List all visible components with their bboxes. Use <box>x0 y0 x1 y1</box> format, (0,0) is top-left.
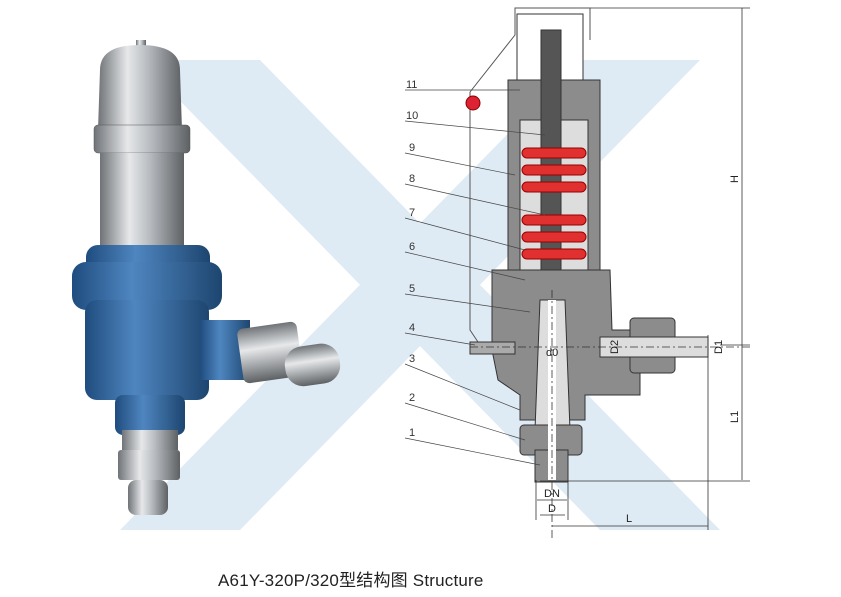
spring <box>521 147 587 260</box>
cross-section <box>465 7 709 483</box>
dim-d0: d0 <box>546 347 558 359</box>
diagram-caption: A61Y-320P/320型结构图 Structure <box>218 571 484 590</box>
dimension-lines <box>470 7 750 540</box>
dim-dn: DN <box>544 488 560 500</box>
part-label-9: 9 <box>409 142 415 154</box>
dim-l1: L1 <box>729 411 741 423</box>
part-label-1: 1 <box>409 427 415 439</box>
dim-d: D <box>548 503 556 515</box>
part-label-6: 6 <box>409 241 415 253</box>
part-label-4: 4 <box>409 322 415 334</box>
part-label-11: 11 <box>406 79 417 91</box>
dim-d1: D1 <box>713 340 725 354</box>
dim-l: L <box>626 513 632 525</box>
part-label-3: 3 <box>409 353 415 365</box>
part-label-8: 8 <box>409 173 415 185</box>
dim-d2: D2 <box>609 340 621 354</box>
part-label-10: 10 <box>406 110 418 122</box>
valve-photo <box>72 40 341 515</box>
part-label-7: 7 <box>409 207 415 219</box>
part-callouts <box>404 89 546 466</box>
part-label-5: 5 <box>409 283 415 295</box>
dim-h: H <box>729 175 741 183</box>
part-label-2: 2 <box>409 392 415 404</box>
